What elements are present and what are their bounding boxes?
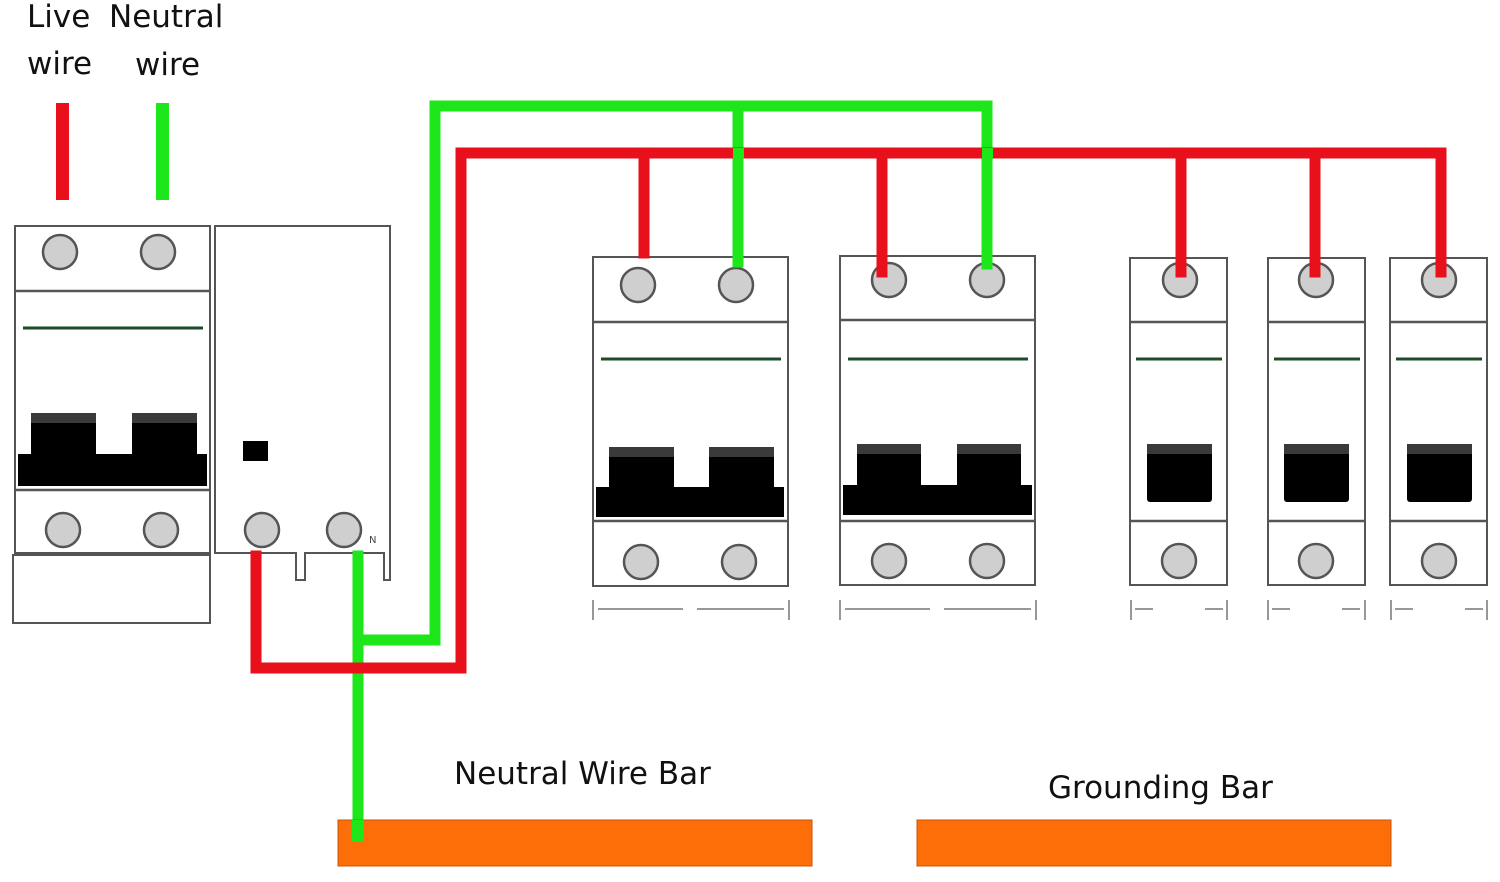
neutral-wire-bar-label: Neutral Wire Bar bbox=[454, 756, 711, 792]
live-wiring bbox=[250, 147, 1447, 674]
branch-breaker-4 bbox=[1267, 257, 1366, 620]
neutral-wire-bar bbox=[337, 819, 813, 867]
live-wire-label-line2: wire bbox=[27, 46, 93, 82]
branch-breaker-1 bbox=[592, 256, 790, 620]
main-breaker-top-terminal-1 bbox=[41, 233, 79, 271]
live-wire-label-line1: Live bbox=[27, 0, 91, 35]
grounding-bar-label: Grounding Bar bbox=[1048, 770, 1273, 806]
branch-breaker-5 bbox=[1389, 257, 1488, 620]
rcd-test-button bbox=[243, 441, 268, 461]
main-breaker-bottom-terminal-1 bbox=[44, 511, 82, 549]
rcd-module bbox=[214, 225, 391, 581]
main-breaker-switch-handle bbox=[18, 413, 207, 486]
branch-breaker-2 bbox=[839, 255, 1037, 620]
neutral-wire-label-line2: wire bbox=[135, 47, 201, 83]
incoming-live-wire bbox=[56, 103, 69, 200]
rcd-neutral-terminal bbox=[325, 511, 363, 549]
branch-breaker-3 bbox=[1129, 257, 1228, 620]
neutral-wire-label-line1: Neutral bbox=[109, 0, 224, 35]
main-breaker-top-terminal-2 bbox=[139, 233, 177, 271]
main-breaker-bottom-terminal-2 bbox=[142, 511, 180, 549]
incoming-neutral-wire bbox=[156, 103, 169, 200]
rcd-live-terminal bbox=[243, 511, 281, 549]
grounding-bar bbox=[916, 819, 1392, 867]
main-breaker bbox=[12, 225, 211, 624]
rcd-neutral-mark: N bbox=[369, 535, 377, 546]
